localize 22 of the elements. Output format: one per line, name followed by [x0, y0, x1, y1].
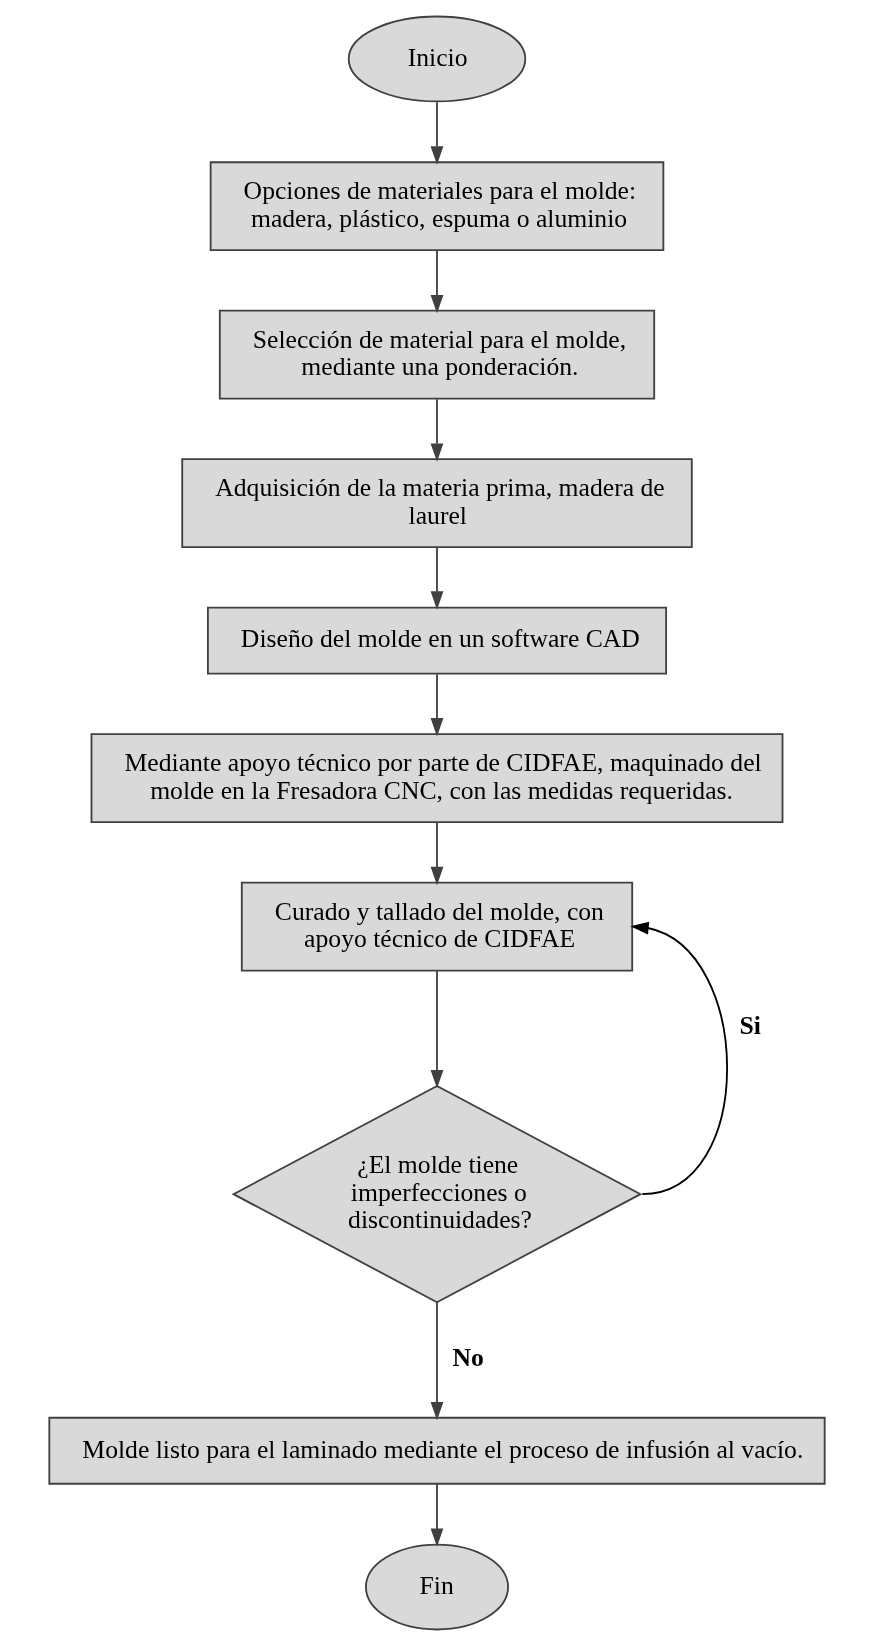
node-box: Selección de material para el molde, mediante una ponderación. [218, 309, 655, 400]
arrow [430, 1301, 443, 1421]
arrow [430, 546, 443, 610]
arrow [430, 821, 443, 886]
arrow [430, 398, 443, 462]
node-box: Curado y tallado del molde, con apoyo técnico de CIDFAE [240, 881, 633, 972]
arrow [629, 921, 728, 1196]
arrow [430, 101, 443, 165]
arrow [430, 249, 443, 314]
arrow [430, 969, 443, 1089]
node-box: Mediante apoyo técnico por parte de CIDFAE, maquinado del molde en la Fresadora CNC, con las medidas requeridas. [90, 733, 783, 823]
node-box: Adquisición de la materia prima, madera de laurel [180, 458, 693, 549]
arrow [430, 1483, 443, 1547]
arrow [430, 673, 443, 737]
node-ellipse: Fin [364, 1543, 509, 1631]
node-diamond: ¿El molde tiene imperfecciones o discontinuidades? [231, 1085, 642, 1304]
edge-label: Si [738, 1011, 761, 1041]
node-box: Opciones de materiales para el molde: madera, plástico, espuma o aluminio [209, 161, 664, 252]
node-box: Molde listo para el laminado mediante el proceso de infusión al vacío. [47, 1416, 826, 1485]
edge-label: No [452, 1342, 484, 1372]
node-ellipse: Inicio [347, 15, 526, 103]
node-box: Diseño del molde en un software CAD [206, 606, 667, 675]
